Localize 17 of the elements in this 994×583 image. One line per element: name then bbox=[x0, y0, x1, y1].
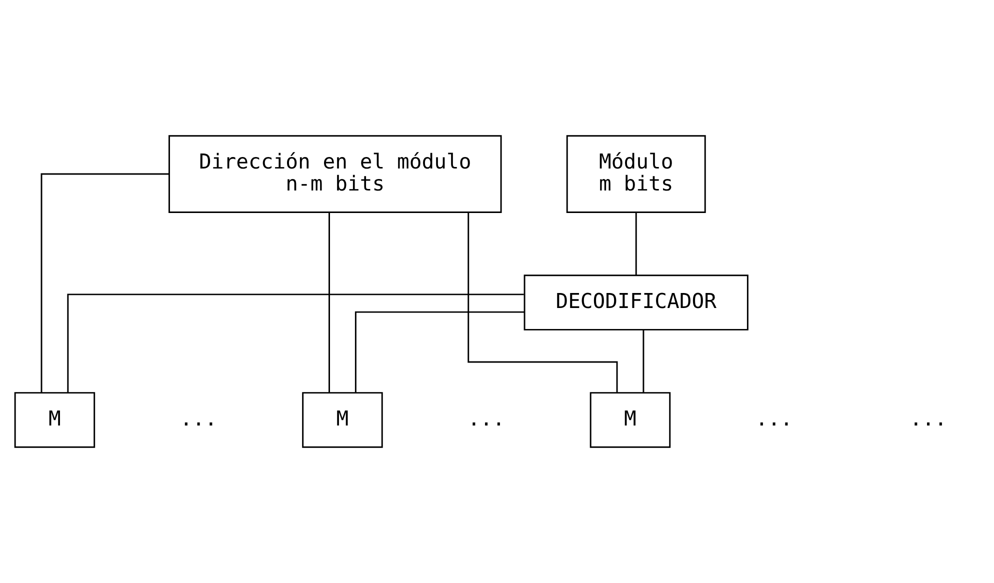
connector bbox=[468, 212, 618, 392]
label: ... bbox=[468, 406, 505, 430]
node-box: DECODIFICADOR bbox=[524, 274, 748, 330]
label: ... bbox=[756, 406, 793, 430]
node-box: M bbox=[302, 392, 383, 448]
connector bbox=[354, 311, 524, 393]
label: ... bbox=[180, 406, 218, 430]
connector bbox=[40, 173, 169, 393]
connector bbox=[328, 212, 330, 392]
label: ... bbox=[910, 406, 947, 430]
connector bbox=[642, 330, 644, 392]
connector bbox=[67, 294, 524, 393]
connector bbox=[635, 212, 637, 275]
node-box: M bbox=[14, 392, 96, 448]
node-box: Módulo m bits bbox=[566, 135, 706, 213]
node-box: M bbox=[590, 392, 671, 448]
node-box: Dirección en el módulo n-m bits bbox=[168, 135, 502, 213]
